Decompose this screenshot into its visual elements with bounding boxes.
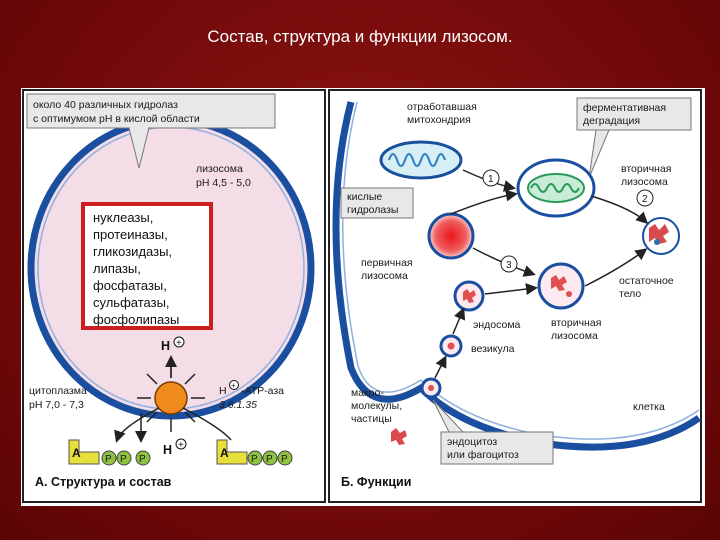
arrow-to-mito-lysosome <box>450 189 518 215</box>
atpase-ec: 3.6.1.35 <box>219 399 257 411</box>
step-1-circle <box>482 169 500 187</box>
svg-text:A: A <box>72 446 81 460</box>
step-1-label: 1 <box>488 174 494 185</box>
endocytosis-box <box>440 431 554 465</box>
atpase-h: H <box>219 385 227 397</box>
svg-text:P: P <box>251 454 258 465</box>
primary-lysosome-label-1: первичная <box>361 257 413 269</box>
residual-body-label-2: тело <box>619 288 641 300</box>
charge-atpase: + <box>231 381 236 390</box>
secondary-lysosome-mito <box>516 158 596 218</box>
arrow-right-atp <box>182 407 232 441</box>
endocytosis-pointer <box>432 399 465 433</box>
step-2-label: 2 <box>642 194 648 205</box>
hydrolases-label-2: гидролазы <box>347 204 398 216</box>
cell-label: клетка <box>633 401 665 413</box>
arrow-step-2 <box>590 195 649 225</box>
mitochondria-label-1: отработавшая <box>407 101 477 113</box>
vesicle <box>439 334 463 358</box>
arrow-endosome <box>484 283 538 296</box>
charge-inside: + <box>176 338 182 349</box>
charge-circle-outside <box>175 438 187 450</box>
enzymatic-box <box>576 97 692 131</box>
enzyme-3: гликозидазы, <box>93 244 172 259</box>
cytoplasm-ph: pH 7,0 - 7,3 <box>29 399 84 411</box>
enzyme-6: сульфатазы, <box>93 295 170 310</box>
macro-label-2: молекулы, <box>351 400 402 412</box>
callout-line-2: с оптимумом pH в кислой области <box>33 113 200 125</box>
endocytosis-pit <box>420 377 442 399</box>
secondary-lysosome-top-2: лизосома <box>621 176 668 188</box>
callout-line-1: около 40 различных гидролаз <box>33 99 178 111</box>
charge-circle-inside <box>173 336 185 348</box>
vesicle-label: везикула <box>471 343 515 355</box>
svg-text:P: P <box>266 454 273 465</box>
secondary-lysosome-bottom-1: вторичная <box>551 317 601 329</box>
primary-lysosome-label-2: лизосома <box>361 270 408 282</box>
residual-body-label-1: остаточное <box>619 275 674 287</box>
macromolecule-particle <box>391 428 407 445</box>
endocytosis-label-2: или фагоцитоз <box>447 449 519 461</box>
arrow-endocytosis <box>434 355 447 379</box>
enzymatic-label-1: ферментативная <box>583 102 666 114</box>
endocytosis-label-1: эндоцитоз <box>447 436 497 448</box>
svg-text:P: P <box>120 454 127 465</box>
atp-right: A P P P <box>216 439 293 466</box>
lysosome-ph: pH 4,5 - 5,0 <box>196 177 251 189</box>
lysosome-label: лизосома <box>196 163 243 175</box>
enzymatic-label-2: деградация <box>583 115 640 127</box>
step-2-circle <box>636 189 654 207</box>
svg-text:P: P <box>105 454 112 465</box>
enzyme-4: липазы, <box>93 261 141 276</box>
residual-body <box>642 217 680 255</box>
h-ion-outside: H <box>163 443 172 457</box>
mitochondrion <box>379 140 463 180</box>
arrow-to-residual <box>584 248 648 287</box>
atpase-pump <box>137 364 205 432</box>
secondary-lysosome-bottom <box>537 262 585 310</box>
step-3-label: 3 <box>506 260 512 271</box>
svg-text:P: P <box>139 454 146 465</box>
figure-canvas: около 40 различных гидролаз с оптимумом … <box>22 89 702 503</box>
secondary-lysosome-bottom-2: лизосома <box>551 330 598 342</box>
endosome <box>453 280 485 312</box>
enzyme-list-box <box>81 202 213 330</box>
panel-b-caption: Б. Функции <box>341 475 411 489</box>
cytoplasm-label: цитоплазма <box>29 385 87 397</box>
secondary-lysosome-top-1: вторичная <box>621 163 671 175</box>
svg-text:P: P <box>281 454 288 465</box>
charge-circle-atpase <box>229 380 239 390</box>
hydrolases-box <box>340 187 414 219</box>
atpase-label: -ATP-аза <box>241 385 284 397</box>
adp-left: A P P P <box>68 439 151 466</box>
callout-joint <box>130 126 148 130</box>
h-ion-inside: H <box>161 339 170 353</box>
charge-outside: + <box>178 440 184 451</box>
enzymatic-pointer <box>588 129 610 179</box>
mitochondria-label-2: митохондрия <box>407 114 471 126</box>
enzyme-5: фосфатазы, <box>93 278 167 293</box>
slide-title: Состав, структура и функции лизосом. <box>207 27 513 46</box>
enzyme-2: протеиназы, <box>93 227 168 242</box>
callout-box <box>26 93 276 129</box>
arrow-vesicle <box>452 307 466 335</box>
endosome-label: эндосома <box>473 319 521 331</box>
primary-lysosome <box>427 212 475 260</box>
panel-a-caption: А. Структура и состав <box>35 475 172 489</box>
enzyme-7: фосфолипазы <box>93 312 179 327</box>
macro-label-1: макро- <box>351 387 384 399</box>
svg-text:A: A <box>220 446 229 460</box>
enzyme-1: нуклеазы, <box>93 210 153 225</box>
cell-membrane-inner <box>342 101 700 440</box>
macro-label-3: частицы <box>351 413 392 425</box>
lysosome-figure: около 40 различных гидролаз с оптимумом … <box>21 88 705 506</box>
arrow-left-adp <box>114 407 160 443</box>
step-3-circle <box>500 255 518 273</box>
hydrolases-label-1: кислые <box>347 191 382 203</box>
